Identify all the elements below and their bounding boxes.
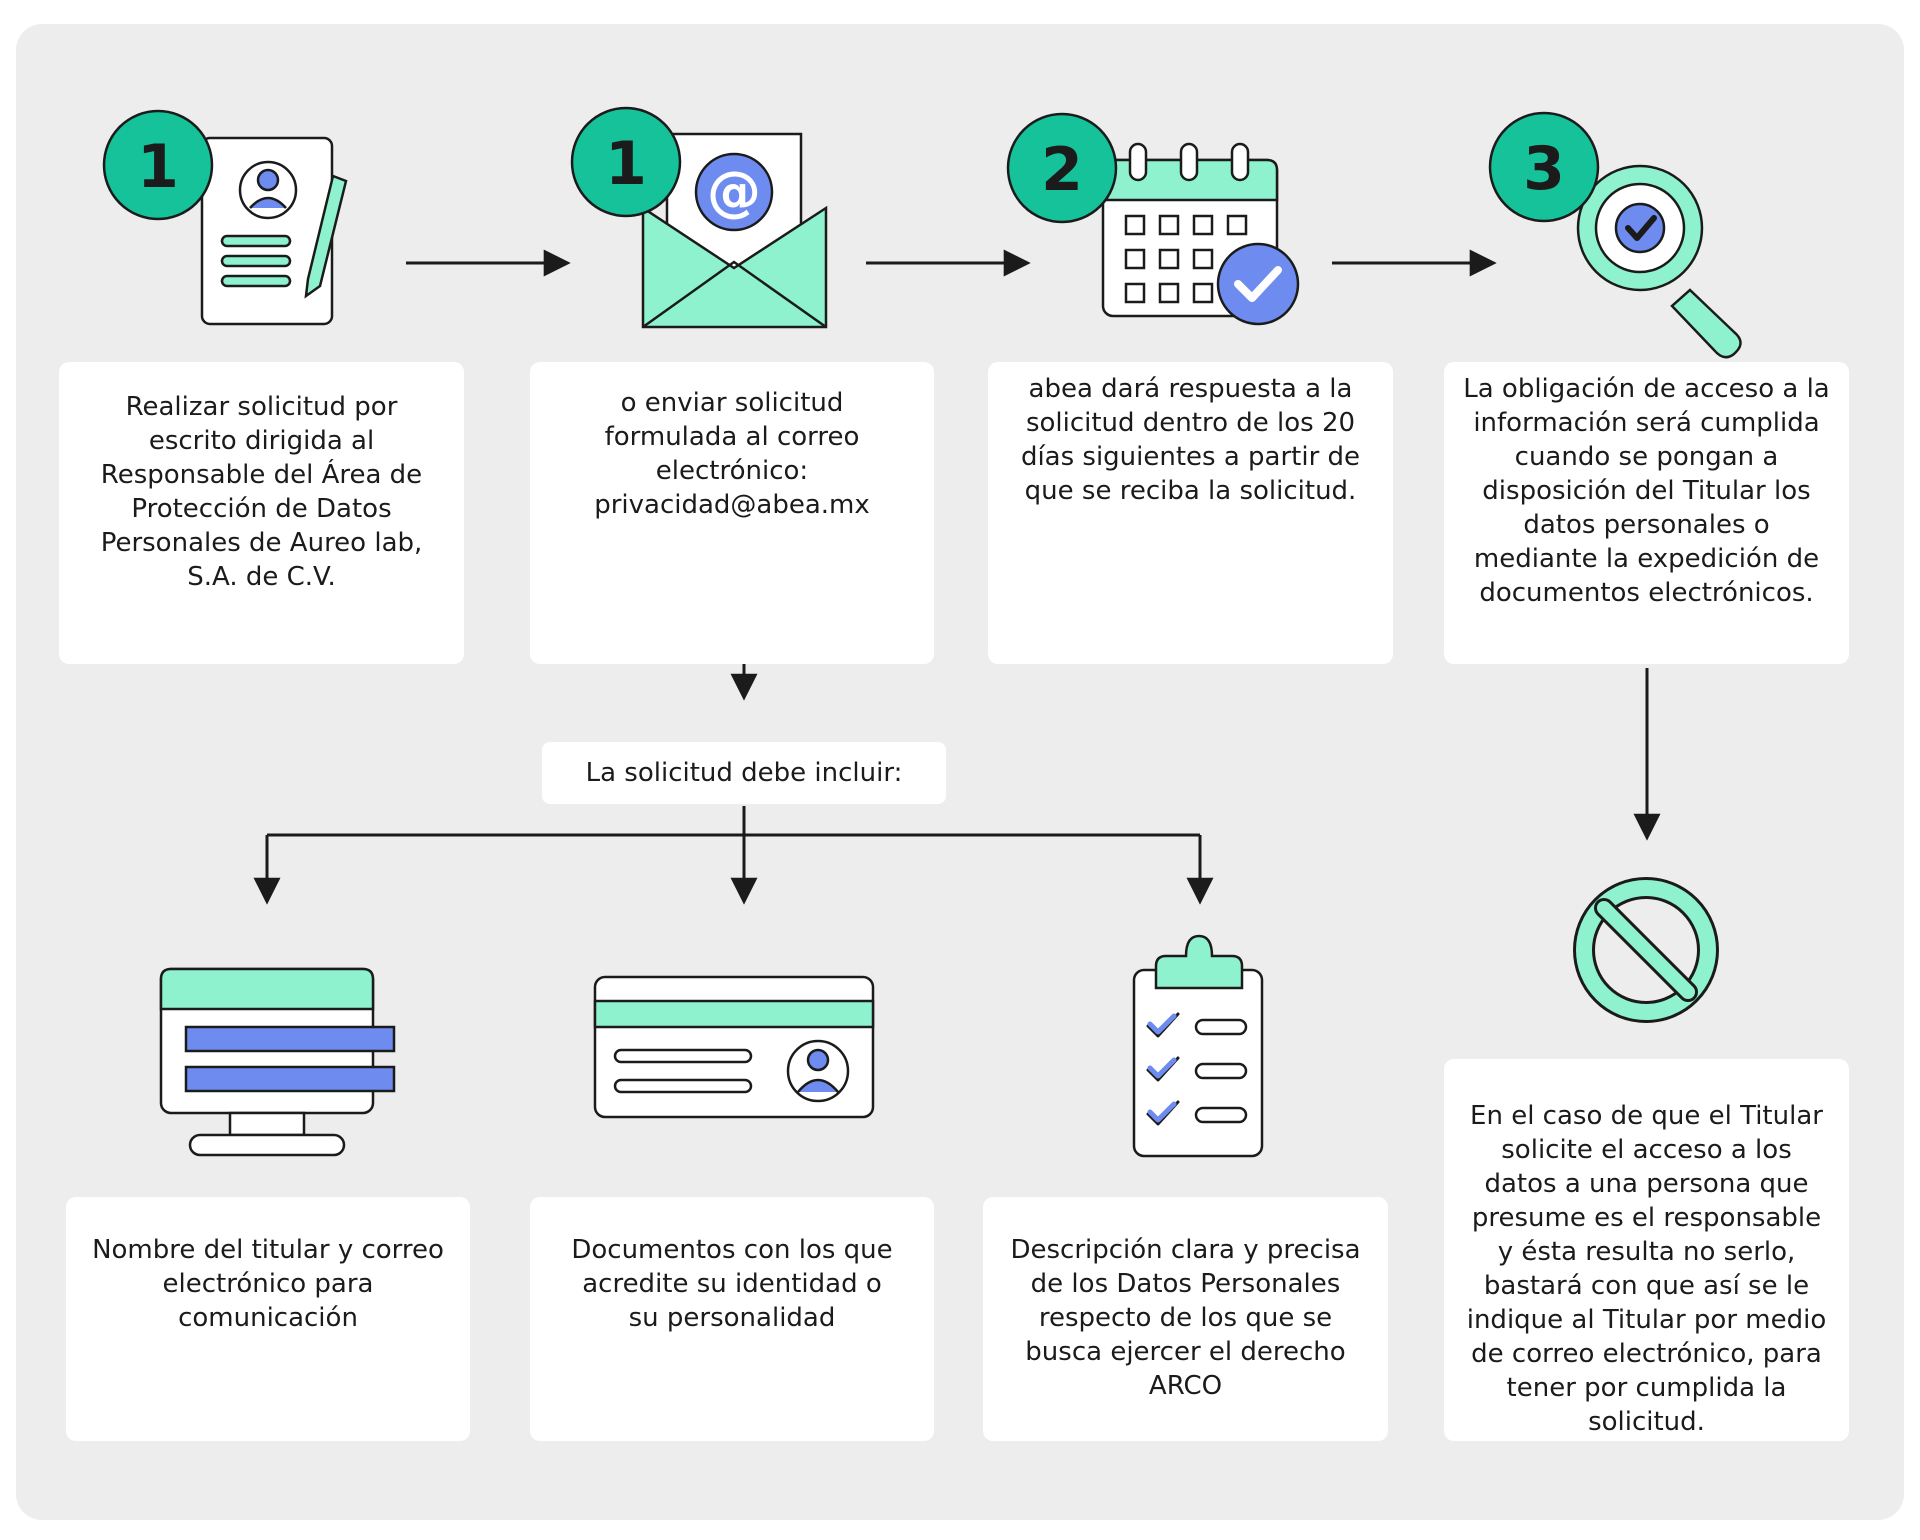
magnifier-check-icon [1576,164,1742,359]
step-badge-3: 3 [1488,111,1600,223]
exception-text: En el caso de que el Titular solicite el… [1466,1101,1827,1437]
step-card-1b: o enviar solicitud formulada al correo e… [530,362,934,664]
step-badge-1b: 1 [570,106,682,218]
step-number-2: 2 [1041,135,1083,205]
step-badge-1: 1 [102,109,214,221]
step-number-1: 1 [137,132,179,202]
step-badge-2: 2 [1006,112,1118,224]
calendar-check-icon [1101,142,1300,326]
requirements-label-box: La solicitud debe incluir: [542,742,946,804]
connector-arrows [253,249,1661,905]
requirement-card-identity: Documentos con los que acredite su ident… [530,1197,934,1441]
prohibited-icon [1573,877,1719,1023]
envelope-email-icon: @ [641,132,828,329]
step-card-2: abea dará respuesta a la solicitud dentr… [988,362,1393,664]
step-number-1b: 1 [605,129,647,199]
step-text-1b: o enviar solicitud formulada al correo e… [594,388,870,520]
step-card-3: La obligación de acceso a la información… [1444,362,1849,664]
requirement-card-name: Nombre del titular y correo electrónico … [66,1197,470,1441]
step-number-3: 3 [1523,134,1565,204]
svg-text:@: @ [707,160,761,223]
clipboard-checklist-icon [1132,934,1264,1158]
requirement-card-description: Descripción clara y precisa de los Datos… [983,1197,1388,1441]
document-with-pencil-icon [200,136,348,326]
requirements-label: La solicitud debe incluir: [585,758,903,788]
requirement-text-description: Descripción clara y precisa de los Datos… [1010,1235,1361,1401]
step-text-3: La obligación de acceso a la información… [1463,374,1830,608]
id-card-icon [593,975,875,1119]
requirement-text-identity: Documentos con los que acredite su ident… [571,1235,893,1333]
step-card-1: Realizar solicitud por escrito dirigida … [59,362,464,664]
monitor-form-icon [159,967,396,1157]
step-text-2: abea dará respuesta a la solicitud dentr… [1020,374,1361,506]
step-text-1: Realizar solicitud por escrito dirigida … [100,392,423,592]
exception-card: En el caso de que el Titular solicite el… [1444,1059,1849,1441]
requirement-text-name: Nombre del titular y correo electrónico … [92,1235,444,1333]
